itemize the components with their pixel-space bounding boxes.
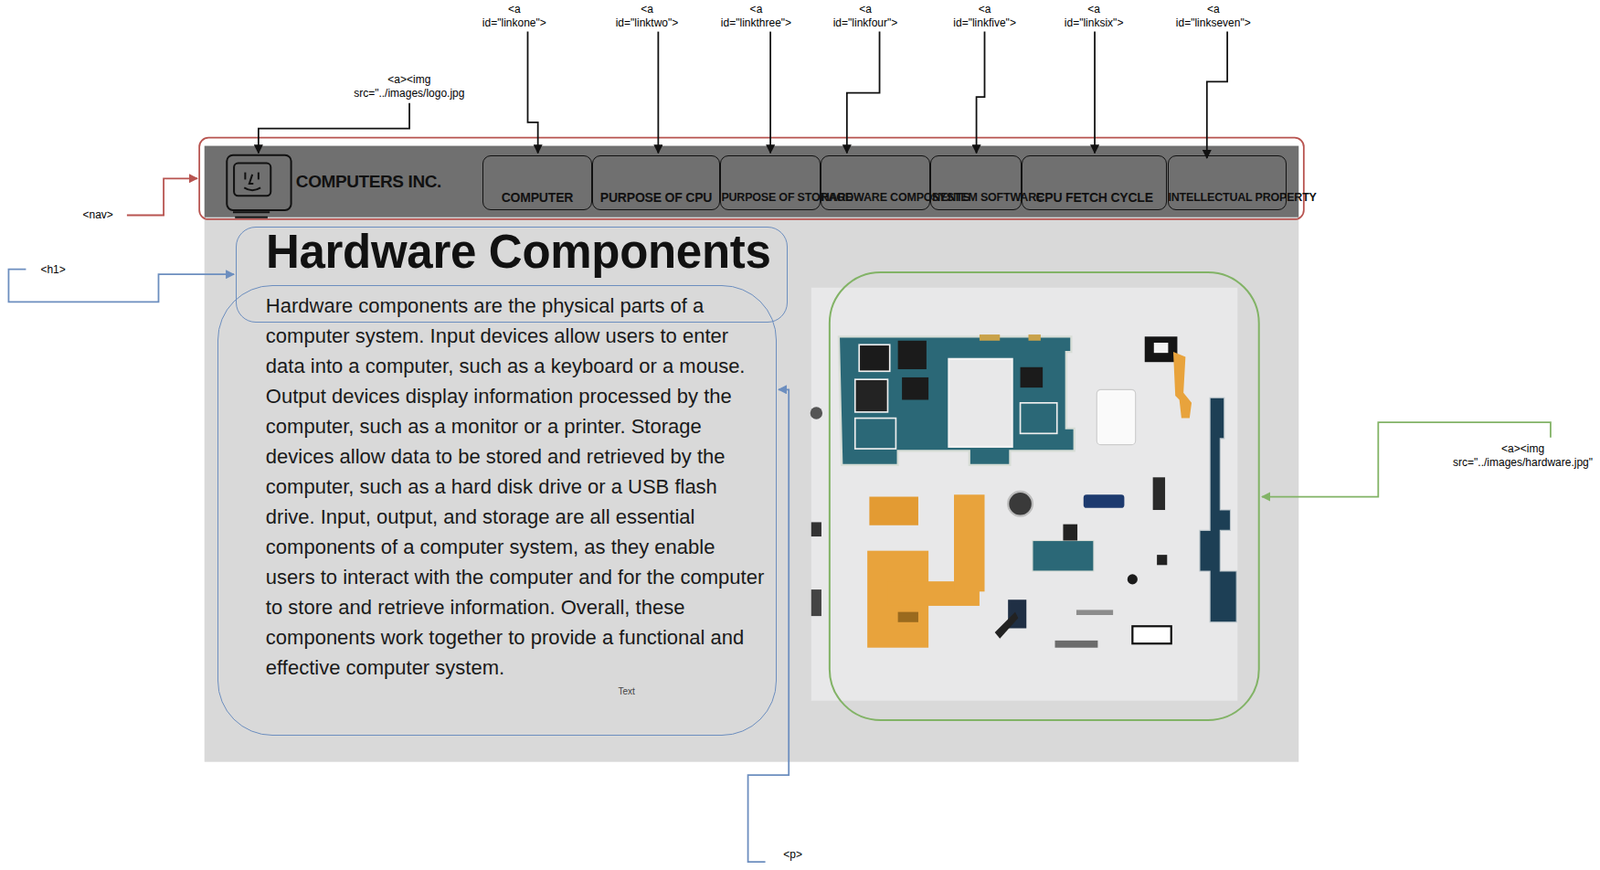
annotation-label: <a id="linksix"> bbox=[1064, 2, 1124, 30]
hardware-photo-part bbox=[858, 344, 890, 371]
nav-link-text: PURPOSE OF STORAGE bbox=[720, 190, 819, 205]
hardware-photo-part bbox=[868, 497, 919, 526]
hardware-photo-part bbox=[811, 589, 822, 616]
nav-link-text: SYSTEM SOFTWARE bbox=[931, 190, 1020, 205]
hardware-photo-part bbox=[829, 272, 1260, 721]
hardware-photo-part bbox=[901, 377, 929, 401]
nav-link: PURPOSE OF CPU bbox=[592, 155, 721, 211]
hardware-photo-part bbox=[1083, 494, 1125, 509]
hardware-photo-part bbox=[1062, 524, 1078, 541]
paragraph-box: Hardware components are the physical par… bbox=[217, 285, 777, 736]
hardware-photo-part bbox=[1007, 491, 1033, 517]
hardware-photo-part bbox=[1032, 540, 1094, 572]
nav-link: COMPUTER bbox=[482, 155, 592, 211]
hardware-photo-part bbox=[811, 521, 822, 537]
hardware-photo-part bbox=[1199, 397, 1237, 623]
heading-text: Hardware Components bbox=[265, 229, 772, 276]
nav-link-text: PURPOSE OF CPU bbox=[593, 190, 721, 205]
brand-name: COMPUTERS INC. bbox=[296, 146, 442, 218]
hardware-photo bbox=[810, 272, 1260, 721]
hardware-photo-part bbox=[1153, 476, 1166, 510]
hardware-photo-part bbox=[1055, 640, 1099, 648]
annotation-label: <a id="linkseven"> bbox=[1176, 2, 1251, 30]
hardware-photo-part bbox=[1156, 554, 1167, 565]
hardware-photo-part bbox=[979, 334, 1000, 341]
hardware-photo-part bbox=[898, 612, 919, 623]
logo-icon-part bbox=[243, 172, 246, 181]
logo-icon-part bbox=[243, 187, 261, 191]
logo-icon-part bbox=[249, 174, 254, 184]
nav-link: CPU FETCH CYCLE bbox=[1021, 155, 1168, 211]
hardware-photo-part bbox=[995, 612, 1019, 639]
page-panel-part bbox=[204, 217, 1300, 763]
nav-link: SYSTEM SOFTWARE bbox=[930, 155, 1021, 211]
hardware-photo-part bbox=[898, 340, 927, 370]
leader-line-part bbox=[258, 103, 410, 154]
leader-line-part bbox=[847, 31, 880, 154]
hardware-photo-part bbox=[1096, 389, 1135, 445]
leader-line-part bbox=[1093, 31, 1096, 154]
hardware-photo-part bbox=[811, 287, 1239, 701]
annotation-label: <a id="linkthree"> bbox=[720, 2, 792, 30]
leader-line-part bbox=[1207, 31, 1228, 159]
annotation-label: <a><img src="../images/hardware.jpg" bbox=[1452, 442, 1593, 469]
logo-icon-part bbox=[234, 216, 268, 219]
logo-icon-part bbox=[233, 163, 271, 197]
nav-link-text: HARDWARE COMPONENTS bbox=[821, 190, 931, 205]
hardware-photo-part bbox=[855, 379, 889, 413]
hardware-photo-part bbox=[1127, 573, 1138, 584]
hardware-photo-part bbox=[1154, 342, 1169, 353]
hardware-photo-part bbox=[953, 494, 985, 592]
leader-line-part bbox=[656, 31, 659, 154]
leader-line-part bbox=[528, 31, 539, 154]
logo-icon-part bbox=[226, 155, 291, 211]
hardware-photo-part bbox=[1132, 625, 1171, 644]
nav-bar: COMPUTERS INC. COMPUTERPURPOSE OF CPUPURP… bbox=[203, 146, 1299, 218]
annotation-label: <a id="linkfour"> bbox=[833, 2, 899, 30]
annotation-label: <a><img src="../images/logo.jpg bbox=[353, 73, 465, 100]
annotation-label: <h1> bbox=[40, 263, 65, 277]
hardware-photo-part bbox=[810, 406, 823, 419]
annotation-label: <p> bbox=[783, 847, 803, 862]
page-panel-part bbox=[199, 137, 1304, 220]
leader-line-part bbox=[748, 389, 790, 862]
annotation-label: <a id="linkone"> bbox=[482, 2, 547, 30]
hardware-photo-part bbox=[1020, 402, 1058, 434]
leader-line bbox=[8, 31, 1550, 862]
nav-link: HARDWARE COMPONENTS bbox=[820, 155, 932, 211]
hardware-photo-part bbox=[1027, 334, 1040, 341]
nav-link: INTELLECTUAL PROPERTY bbox=[1167, 155, 1288, 211]
hardware-photo-part bbox=[948, 359, 1012, 447]
nav-link-text: COMPUTER bbox=[483, 190, 591, 205]
page-panel bbox=[199, 137, 1304, 763]
leader-line-part bbox=[127, 178, 198, 215]
hardware-photo-part bbox=[1076, 609, 1113, 615]
hardware-photo-part bbox=[838, 336, 1075, 466]
nav-link-text: INTELLECTUAL PROPERTY bbox=[1168, 190, 1287, 205]
annotation-label: <a id="linktwo"> bbox=[615, 2, 679, 30]
logo-icon-part bbox=[233, 211, 270, 213]
nav-link-text: CPU FETCH CYCLE bbox=[1022, 190, 1167, 205]
logo-icon-part bbox=[257, 172, 260, 181]
annotation-label: <nav> bbox=[83, 208, 114, 223]
leader-line-part bbox=[976, 31, 986, 154]
nav-link: PURPOSE OF STORAGE bbox=[720, 155, 820, 211]
leader-line-part bbox=[769, 31, 772, 154]
placeholder-text: Text bbox=[617, 686, 635, 698]
hardware-photo-part bbox=[1144, 336, 1178, 362]
page-panel-part bbox=[204, 146, 1300, 218]
hardware-photo-part bbox=[1020, 367, 1044, 388]
logo-icon bbox=[226, 155, 291, 218]
hardware-photo-part bbox=[855, 418, 897, 449]
annotation-label: <a id="linkfive"> bbox=[953, 2, 1017, 30]
paragraph-text: Hardware components are the physical par… bbox=[265, 290, 766, 683]
hardware-photo-part bbox=[1173, 351, 1192, 419]
